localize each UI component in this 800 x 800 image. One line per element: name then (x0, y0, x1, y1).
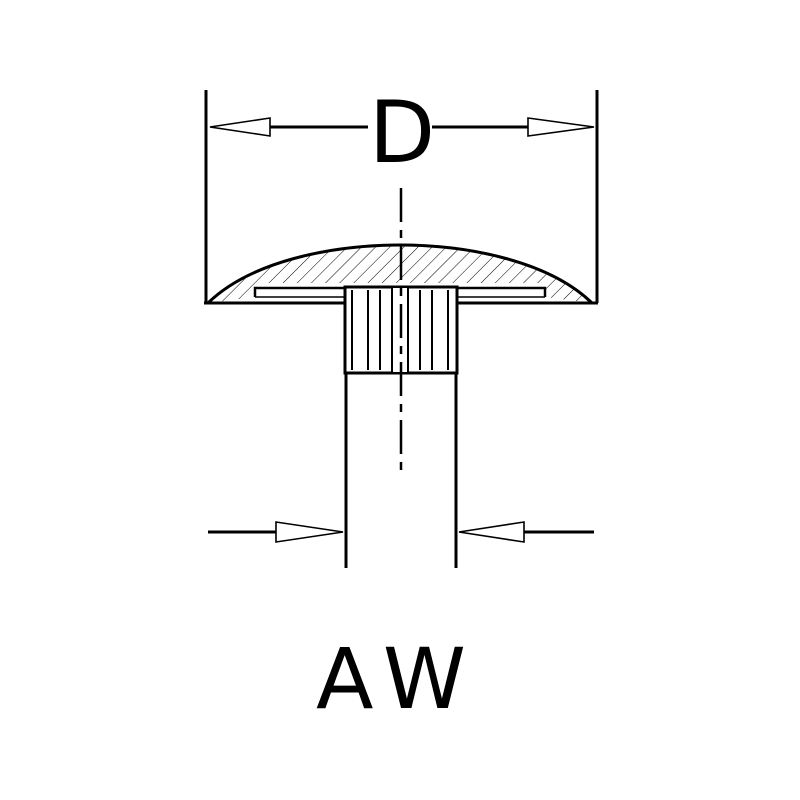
dimension-d (209, 117, 595, 137)
arrow-right (527, 117, 595, 137)
label-shaft-width: AW (316, 630, 480, 728)
arrow-aw-left (275, 521, 344, 543)
arrow-left (209, 117, 271, 137)
label-diameter: D (369, 83, 435, 183)
dimension-aw (208, 521, 594, 543)
arrow-aw-right (458, 521, 525, 543)
